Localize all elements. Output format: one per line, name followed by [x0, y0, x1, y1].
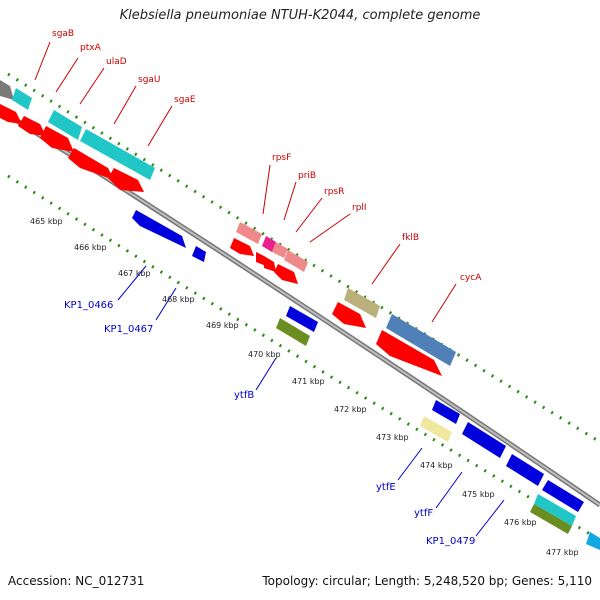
gene-label: sgaB [52, 29, 74, 39]
tick-label: 466 kbp [74, 243, 107, 252]
gene-arrow [506, 454, 544, 486]
gene-block [48, 110, 82, 140]
gene-arrow [432, 400, 460, 424]
gene-block [272, 242, 288, 258]
gene-block [276, 318, 310, 346]
gene-arrow [68, 148, 114, 180]
gene-arrow [274, 264, 298, 284]
gene-label: rpsF [272, 153, 291, 163]
gene-block [386, 314, 456, 366]
forward-leader-lines [34, 41, 457, 323]
gene-arrow [192, 246, 206, 262]
tick-label: 469 kbp [206, 321, 239, 330]
gene-label: ytfF [414, 508, 433, 519]
gene-arrow [376, 330, 442, 376]
gene-label: rplI [352, 203, 367, 213]
gene-arrow [132, 210, 186, 248]
gene-label: ulaD [106, 57, 127, 67]
gene-label: sgaU [138, 75, 161, 85]
gene-label: ptxA [80, 43, 102, 53]
tick-label: 474 kbp [420, 461, 453, 470]
inner-dotted-track [7, 174, 600, 542]
tick-label: 477 kbp [546, 548, 579, 557]
gene-block [12, 88, 32, 110]
gene-arrow [18, 116, 46, 136]
gene-arrow [462, 422, 506, 458]
reverse-leader-lines [117, 265, 505, 537]
gene-arrow [332, 302, 366, 328]
gene-block [586, 532, 600, 550]
tick-label: 467 kbp [118, 269, 151, 278]
reverse-gene-labels: KP1_0466 KP1_0467 ytfB ytfE ytfF KP1_047… [64, 300, 475, 547]
gene-label: ytfE [376, 482, 396, 493]
gene-block [0, 80, 14, 100]
tick-label: 468 kbp [162, 295, 195, 304]
gene-label: KP1_0467 [104, 324, 153, 335]
gene-block [80, 129, 155, 180]
tick-label: 475 kbp [462, 490, 495, 499]
gene-arrow [230, 238, 254, 256]
gene-label: fklB [402, 233, 419, 243]
gene-label: KP1_0479 [426, 536, 475, 547]
tick-label: 470 kbp [248, 350, 281, 359]
gene-block [420, 416, 452, 442]
tick-label: 471 kbp [292, 377, 325, 386]
gene-arrow [264, 256, 276, 272]
gene-block [530, 504, 572, 534]
gene-arrow [286, 306, 318, 332]
gene-arrow [256, 252, 266, 266]
accession-text: Accession: NC_012731 [8, 574, 145, 588]
tick-label: 473 kbp [376, 433, 409, 442]
tick-label: 472 kbp [334, 405, 367, 414]
gene-label: cycA [460, 273, 482, 283]
gene-arrow [108, 168, 144, 192]
gene-label: ytfB [234, 390, 254, 401]
outer-dotted-track [7, 72, 600, 444]
map-title: Klebsiella pneumoniae NTUH-K2044, comple… [119, 8, 481, 23]
gene-label: sgaE [174, 95, 196, 105]
gene-label: priB [298, 171, 316, 181]
gene-arrow [0, 104, 22, 124]
tick-label: 476 kbp [504, 518, 537, 527]
gene-arrow [542, 480, 584, 512]
gene-arrow [40, 126, 74, 152]
forward-genes [0, 80, 456, 376]
gene-block [236, 222, 262, 244]
gene-label: rpsR [324, 187, 344, 197]
gene-block [284, 250, 308, 272]
tick-label: 465 kbp [30, 217, 63, 226]
topology-summary: Topology: circular; Length: 5,248,520 bp… [262, 574, 592, 588]
kbp-tick-labels: 465 kbp 466 kbp 467 kbp 468 kbp 469 kbp … [30, 217, 579, 557]
gene-label: KP1_0466 [64, 300, 113, 311]
gene-block [344, 288, 380, 318]
gene-block [262, 236, 276, 252]
gene-block [534, 494, 576, 526]
reverse-genes [132, 210, 600, 550]
forward-gene-labels: sgaB ptxA ulaD sgaU sgaE rpsF priB rpsR … [52, 29, 482, 283]
